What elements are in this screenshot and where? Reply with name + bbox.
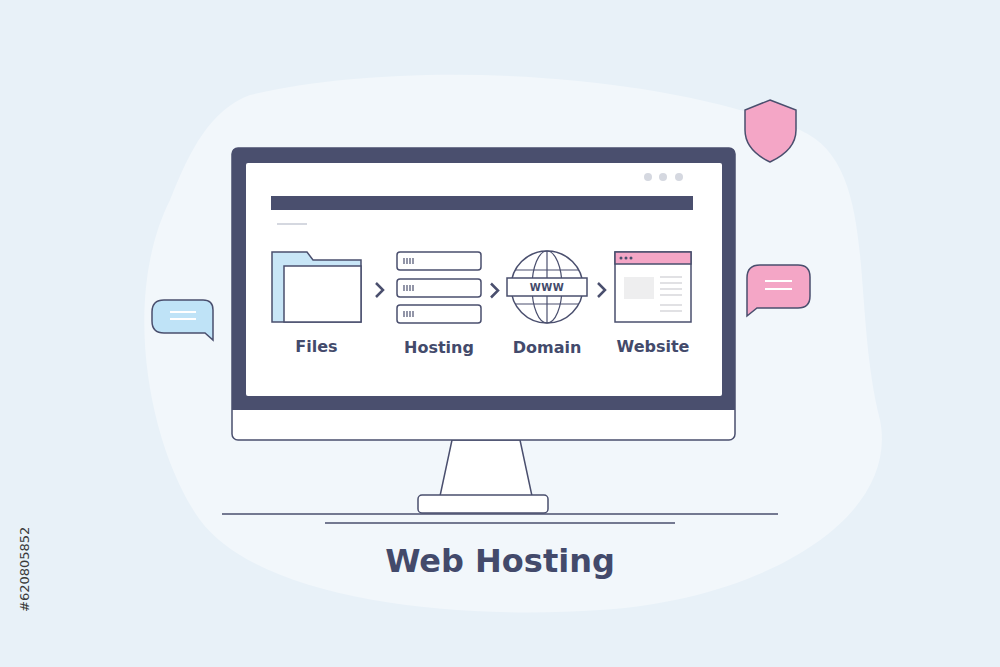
content-line [660,282,682,284]
server-unit [397,252,481,270]
node-label: Files [295,337,337,356]
server-unit [397,305,481,323]
globe-parallel [515,269,579,270]
content-line [660,294,682,296]
server-led [406,258,407,264]
diagram-title: Web Hosting [385,542,615,580]
node-icon [614,251,692,323]
monitor-base [418,495,548,513]
bubble-line [765,288,792,290]
monitor-bezel [232,148,735,410]
content-block [624,277,654,299]
server-led [406,311,407,317]
server-led [403,258,404,264]
browser-titlebar [615,252,691,264]
server-led [409,311,410,317]
content-line [660,288,682,290]
shield-icon [745,100,796,162]
node-label: Hosting [404,338,474,357]
window-dot [620,257,623,260]
server-led [406,285,407,291]
chat-bubble [152,300,213,340]
folder-front [284,266,361,322]
window-dot [659,173,667,181]
server-led [403,311,404,317]
server-led [412,311,413,317]
globe-parallel [515,303,579,304]
server-led [412,258,413,264]
stock-id-watermark: #620805852 [17,527,32,612]
server-node: Hosting [396,251,482,357]
window-dot [625,257,628,260]
website-node: Website [614,251,692,356]
browser-bar [271,196,693,210]
content-line [660,276,682,278]
monitor-screen [246,163,722,396]
node-label: Website [617,337,690,356]
domain-band-text: WWW [530,282,565,293]
folder-back [272,252,361,322]
server-led [409,258,410,264]
chat-bubble [747,265,810,316]
folder-node: Files [271,251,362,356]
bubble-line [170,311,196,313]
server-led [409,285,410,291]
browser-window [615,252,691,322]
node-label: Domain [513,338,582,357]
chevron-arrow [376,283,383,297]
node-icon [396,251,482,324]
node-icon [271,251,362,323]
window-dot [630,257,633,260]
window-dot [675,173,683,181]
placeholder-line [277,223,307,225]
background-blob [144,75,882,613]
domain-node: WWW Domain [506,250,588,357]
ground-line [325,522,675,524]
monitor-body [232,148,735,440]
window-dot [644,173,652,181]
chevron-arrow [491,284,498,298]
chevron-arrow [598,283,605,297]
content-line [660,310,682,312]
server-led [403,285,404,291]
server-unit [397,279,481,297]
bubble-line [765,280,792,282]
content-line [660,304,682,306]
bubble-line [170,318,196,320]
ground-line [222,513,778,515]
www-band [507,278,587,296]
server-led [412,285,413,291]
monitor-stand [440,440,532,496]
